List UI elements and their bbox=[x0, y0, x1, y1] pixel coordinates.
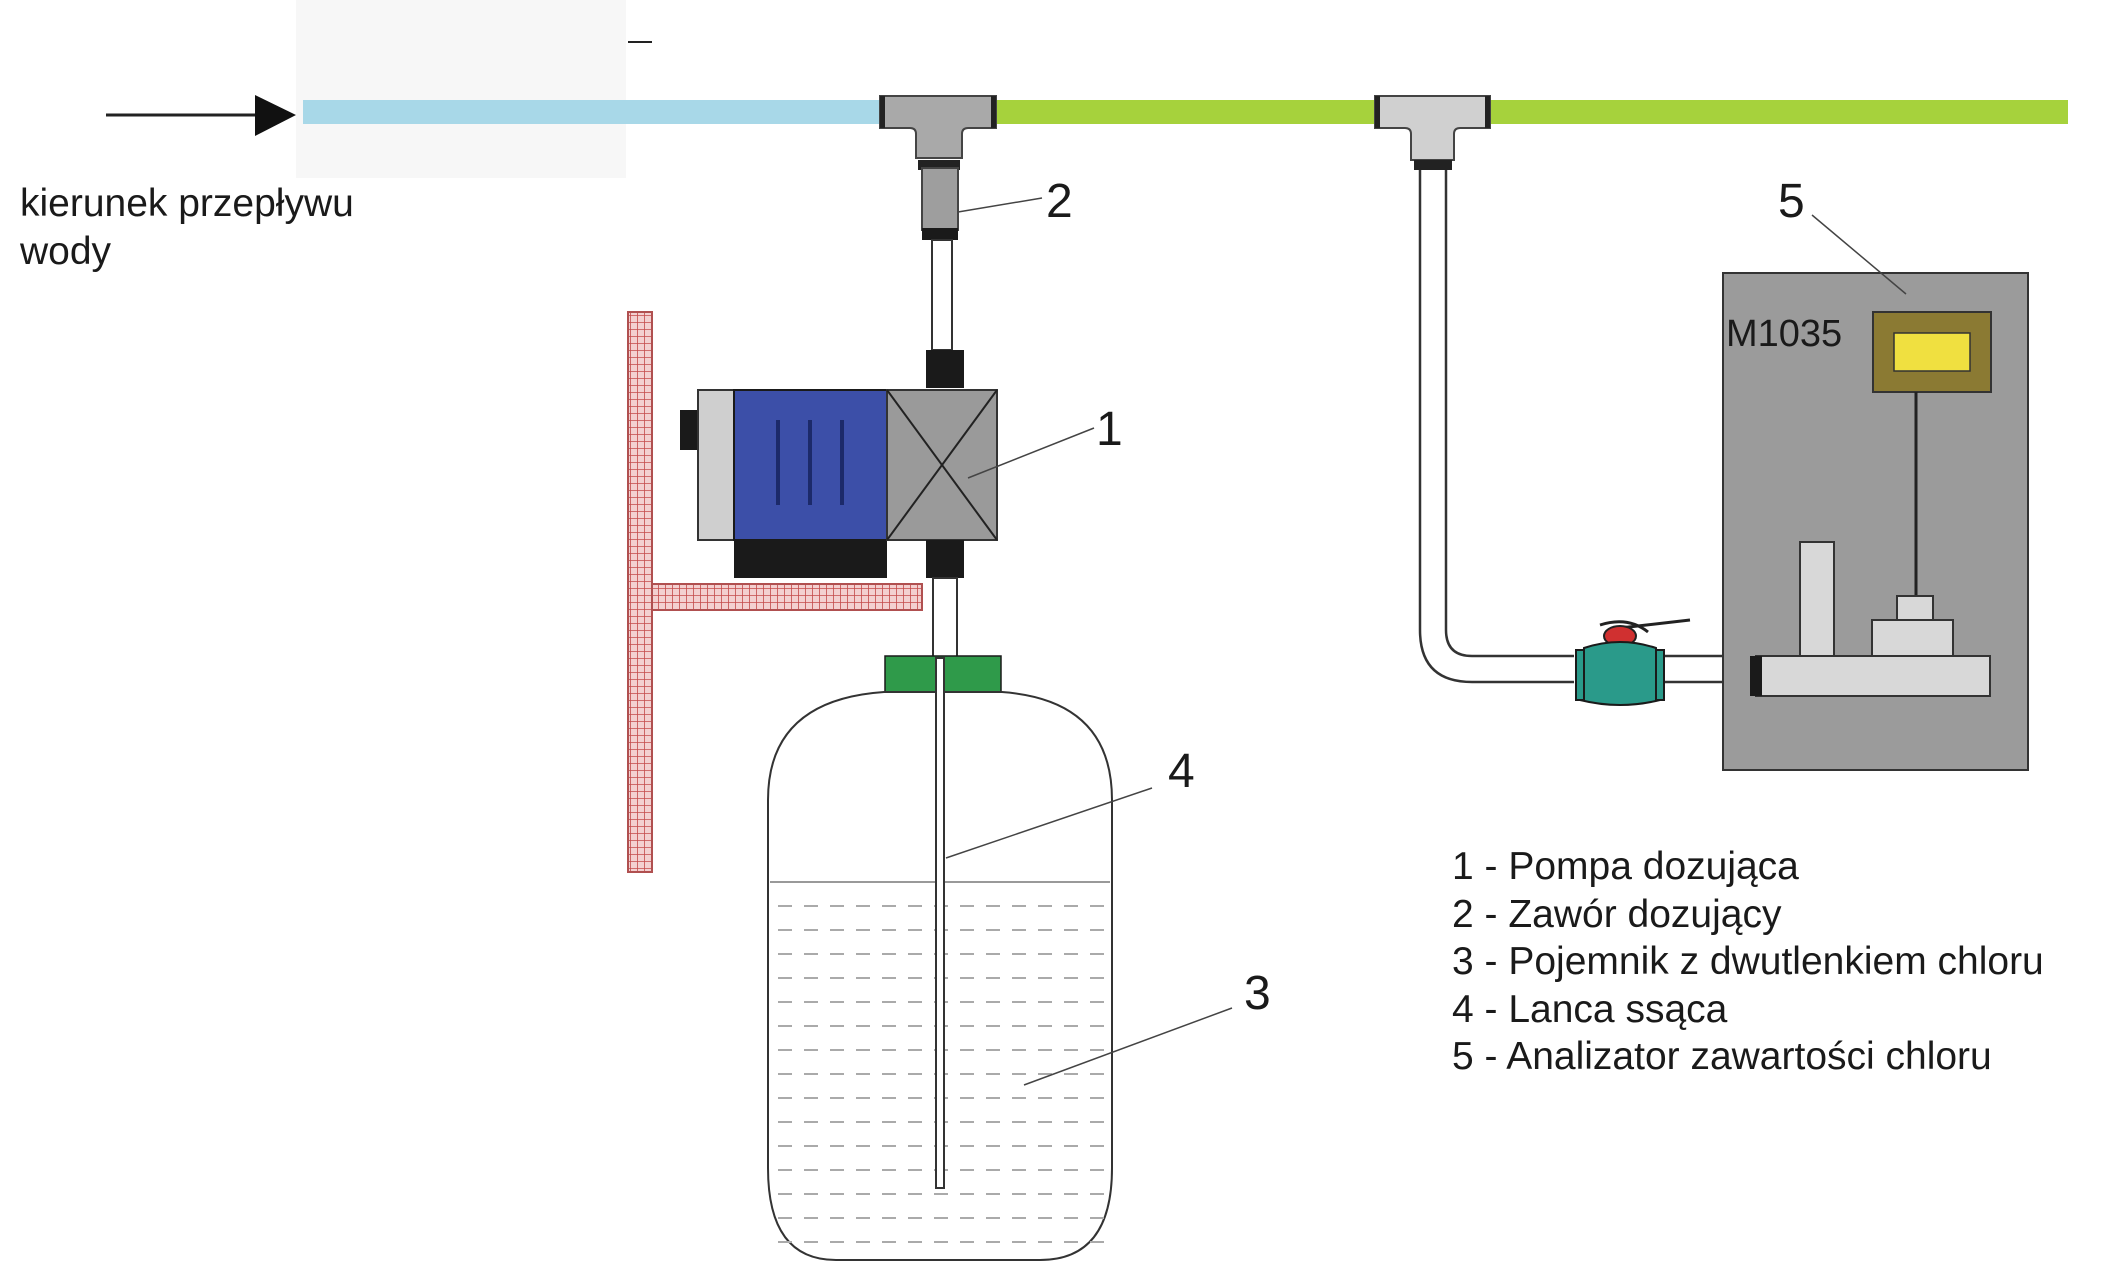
chlorine-analyzer bbox=[1722, 272, 2029, 771]
flow-direction-line1: kierunek przepływu bbox=[20, 182, 354, 225]
leader-5 bbox=[1811, 214, 1907, 295]
legend-item-4: 4 - Lanca ssąca bbox=[1452, 987, 1728, 1031]
flow-arrow bbox=[106, 95, 296, 136]
leader-3 bbox=[1023, 1007, 1233, 1086]
analyzer-model-label: M1035 bbox=[1726, 313, 1843, 355]
legend-item-2: 2 - Zawór dozujący bbox=[1452, 892, 1782, 936]
main-pipe-segment-2 bbox=[1490, 100, 2068, 124]
dosing-valve bbox=[921, 167, 959, 351]
sample-valve bbox=[1575, 618, 1691, 706]
legend: 1 - Pompa dozująca 2 - Zawór dozujący 3 … bbox=[1452, 843, 2044, 1081]
callout-4: 4 bbox=[1168, 745, 1195, 798]
dosing-pump bbox=[680, 350, 998, 661]
leader-1 bbox=[967, 427, 1095, 479]
tee-fitting-sampling bbox=[1374, 95, 1491, 170]
inlet-pipe bbox=[303, 100, 885, 124]
main-pipe-segment-1 bbox=[995, 100, 1377, 124]
legend-item-1: 1 - Pompa dozująca bbox=[1452, 845, 1799, 888]
display-screen bbox=[1893, 332, 1971, 372]
sample-line bbox=[1418, 170, 1574, 684]
flow-direction-label: kierunek przepływu wody bbox=[20, 180, 420, 276]
leader-2 bbox=[957, 197, 1043, 213]
legend-item-5: 5 - Analizator zawartości chloru bbox=[1452, 1035, 1992, 1078]
wall-bracket bbox=[627, 311, 923, 873]
callout-3: 3 bbox=[1244, 967, 1271, 1020]
callout-2: 2 bbox=[1046, 175, 1073, 228]
suction-lance bbox=[935, 657, 945, 1189]
callout-5: 5 bbox=[1778, 175, 1805, 228]
background-panel bbox=[296, 0, 626, 178]
callout-1: 1 bbox=[1096, 403, 1123, 456]
legend-item-3: 3 - Pojemnik z dwutlenkiem chloru bbox=[1452, 940, 2044, 983]
tee-fitting-dosing bbox=[879, 95, 997, 170]
leader-4 bbox=[945, 787, 1153, 859]
flow-direction-line2: wody bbox=[20, 230, 112, 273]
